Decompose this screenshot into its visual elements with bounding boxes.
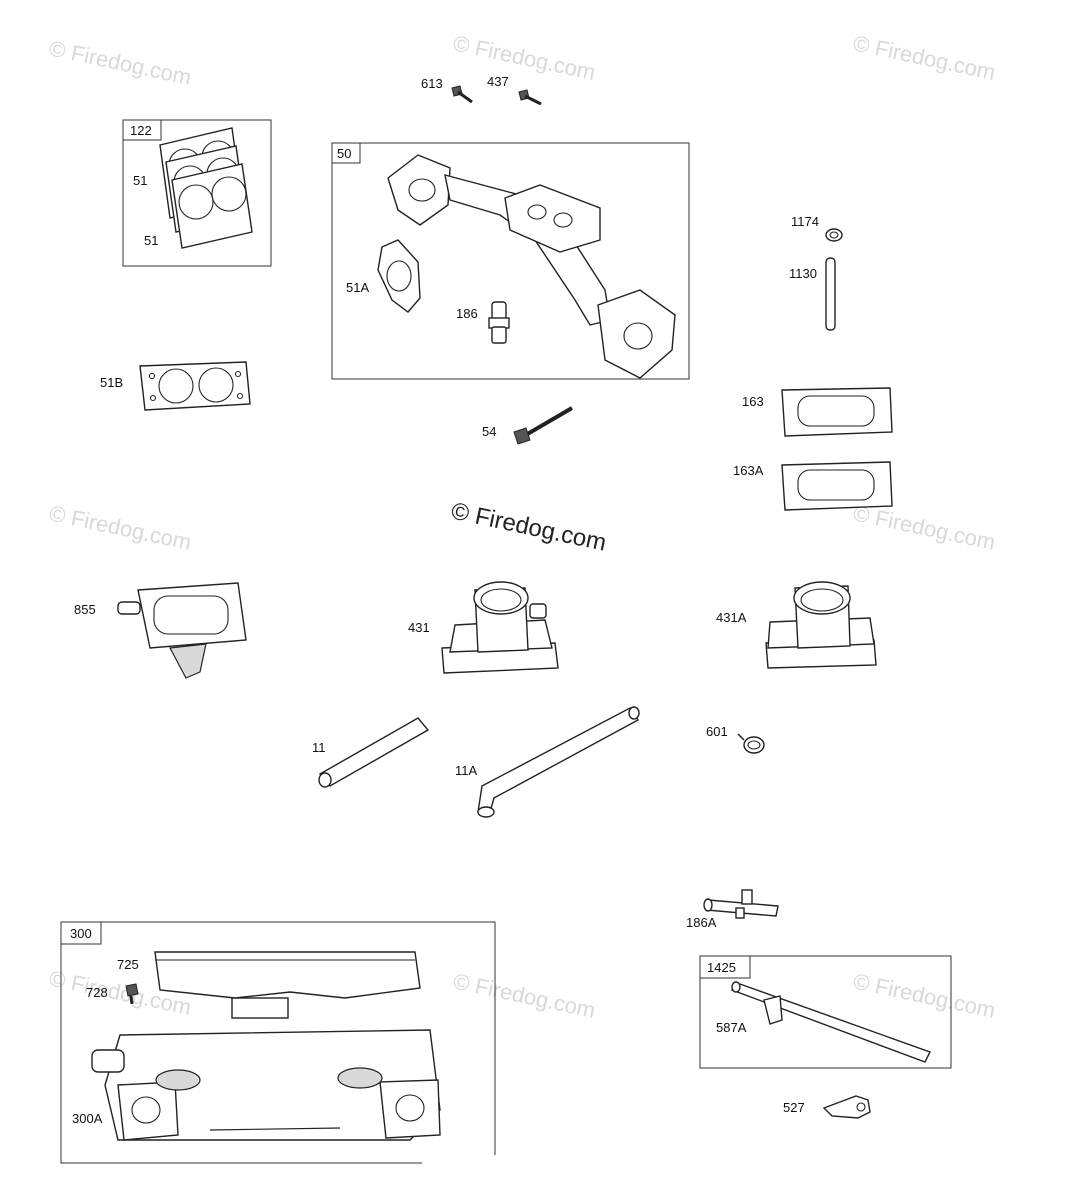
tube-587A[interactable] [730, 981, 931, 1063]
callout-725: 725 [117, 957, 139, 972]
intake-manifold-50[interactable] [387, 154, 676, 379]
callout-601: 601 [706, 724, 728, 739]
box-1425-label: 1425 [707, 960, 736, 975]
screw-437[interactable] [518, 89, 542, 106]
tee-fitting-186A[interactable] [703, 889, 779, 919]
watermark-tile: © Firedog.com [851, 968, 998, 1023]
watermark-tile: © Firedog.com [451, 968, 598, 1023]
box-1425: 1425 587A [699, 955, 952, 1069]
tube-1130[interactable] [825, 257, 836, 331]
shield-725[interactable] [154, 951, 421, 1019]
callout-437: 437 [487, 74, 509, 89]
manifold-300A[interactable] [91, 1029, 441, 1141]
gasket-51A[interactable] [377, 239, 421, 313]
box-300-tag [60, 921, 102, 945]
box-50: 50 51A 186 [331, 142, 690, 380]
callout-51B: 51B [100, 375, 123, 390]
callout-587A: 587A [716, 1020, 747, 1035]
gasket-51B[interactable] [139, 361, 251, 411]
callout-1130: 1130 [789, 266, 817, 281]
box-300-label: 300 [70, 926, 92, 941]
callout-1174: 1174 [791, 214, 819, 229]
callout-11A: 11A [455, 763, 477, 778]
callout-527: 527 [783, 1100, 805, 1115]
fitting-186[interactable] [488, 301, 510, 344]
gasket-51-stack[interactable] [159, 127, 253, 249]
watermark-center: © Firedog.com [449, 497, 609, 556]
hose-11[interactable] [318, 717, 430, 788]
watermark-tile: © Firedog.com [851, 500, 998, 555]
callout-163: 163 [742, 394, 764, 409]
screw-728[interactable] [125, 983, 139, 1005]
throttle-body-855[interactable] [117, 582, 247, 679]
clamp-601[interactable] [737, 733, 765, 754]
callout-163A: 163A [733, 463, 764, 478]
clamp-1174[interactable] [825, 228, 843, 242]
callout-51A: 51A [346, 280, 369, 295]
callout-431A: 431A [716, 610, 747, 625]
hose-11A[interactable] [477, 706, 640, 818]
box-122-label: 122 [130, 123, 152, 138]
callout-855: 855 [74, 602, 96, 617]
watermark-tile: © Firedog.com [851, 30, 998, 85]
callout-54: 54 [482, 424, 496, 439]
box-1425-tag [699, 955, 751, 979]
throttle-body-431[interactable] [441, 581, 559, 674]
callout-51-top: 51 [133, 173, 147, 188]
box-122-tag [122, 119, 162, 141]
callout-186: 186 [456, 306, 478, 321]
gasket-163A[interactable] [781, 461, 893, 511]
box-50-tag [331, 142, 361, 164]
callout-300A: 300A [72, 1111, 103, 1126]
screw-613[interactable] [451, 85, 473, 104]
box-122-frame [122, 119, 272, 267]
gasket-163[interactable] [781, 387, 893, 437]
box-300: 300 725 728 300A [60, 921, 496, 1164]
watermark-tile: © Firedog.com [47, 35, 194, 90]
box-122: 122 51 51 [122, 119, 272, 267]
callout-728: 728 [86, 985, 108, 1000]
box-50-label: 50 [337, 146, 351, 161]
clip-527[interactable] [822, 1095, 871, 1119]
box-50-frame [331, 142, 690, 380]
callout-51-bottom: 51 [144, 233, 158, 248]
callout-11: 11 [312, 740, 326, 755]
watermark-tile: © Firedog.com [451, 30, 598, 85]
bolt-54[interactable] [513, 406, 574, 445]
throttle-body-431A[interactable] [765, 581, 877, 669]
box-1425-frame [699, 955, 952, 1069]
callout-186A: 186A [686, 915, 717, 930]
callout-431: 431 [408, 620, 430, 635]
watermark-tile: © Firedog.com [47, 500, 194, 555]
callout-613: 613 [421, 76, 443, 91]
